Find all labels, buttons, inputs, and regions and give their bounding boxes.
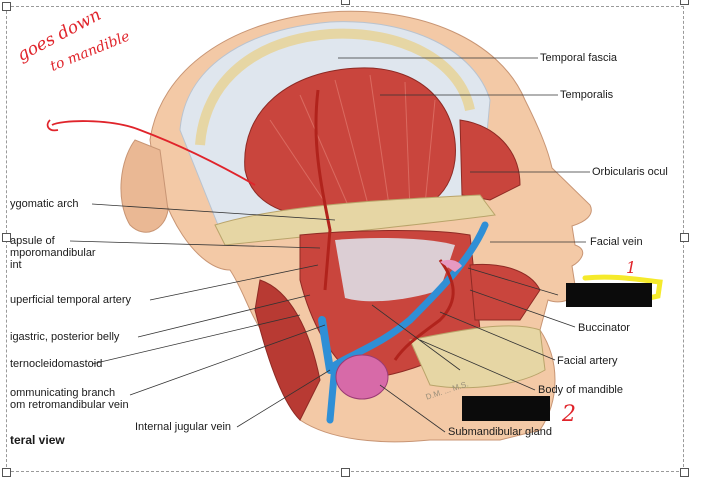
- resize-handle-bottom-left[interactable]: [2, 468, 11, 477]
- redaction-box-1: [566, 283, 652, 307]
- retromandibular-vein: [318, 316, 334, 374]
- label-submandibular-gland: Submandibular gland: [448, 426, 552, 438]
- label-sternocleidomastoid: ternocleidomastoid: [10, 358, 103, 370]
- redaction-box-2: [462, 396, 550, 421]
- annotation-arrow-head: [46, 119, 59, 132]
- annotation-mark-2: 2: [562, 402, 576, 427]
- annotation-arrow: [51, 120, 256, 186]
- facial-artery: [393, 259, 455, 361]
- label-digastric: igastric, posterior belly: [10, 331, 120, 343]
- resize-handle-top-center[interactable]: [341, 0, 350, 5]
- label-zygomatic-arch: ygomatic arch: [10, 198, 79, 210]
- label-body-of-mandible: Body of mandible: [538, 384, 623, 396]
- resize-handle-top-left[interactable]: [2, 2, 11, 11]
- label-internal-jugular-vein: Internal jugular vein: [135, 421, 232, 433]
- temporalis-fibers: [269, 74, 436, 213]
- label-buccinator: Buccinator: [578, 322, 630, 334]
- resize-handle-bottom-right[interactable]: [680, 468, 689, 477]
- label-facial-vein: Facial vein: [590, 236, 643, 248]
- resize-handle-middle-right[interactable]: [680, 233, 689, 242]
- submandibular-gland: [335, 354, 389, 400]
- label-temporal-fascia: Temporal fascia: [540, 52, 618, 64]
- label-communicating-line1: ommunicating branch: [10, 387, 116, 399]
- resize-handle-top-right[interactable]: [680, 0, 689, 5]
- label-capsule-line2: mporomandibular: [10, 247, 96, 259]
- label-temporalis: Temporalis: [560, 89, 614, 101]
- label-facial-artery: Facial artery: [557, 355, 618, 367]
- aponeurosis: [335, 237, 455, 302]
- leader-lines: [69, 57, 590, 433]
- parotid-duct: [440, 259, 462, 272]
- resize-handle-middle-left[interactable]: [2, 233, 11, 242]
- label-orbicularis: Orbicularis ocul: [592, 166, 668, 178]
- facial-vein: [326, 221, 489, 424]
- label-communicating-line2: om retromandibular vein: [10, 399, 129, 411]
- skull-edge: [195, 28, 475, 146]
- label-capsule-line3: int: [10, 259, 22, 271]
- highlight-mark: [582, 274, 663, 303]
- neck-muscle: [254, 279, 321, 421]
- annotation-mark-1: 1: [626, 258, 637, 277]
- ear: [120, 139, 169, 233]
- label-lateral-view: teral view: [10, 433, 65, 447]
- label-capsule-line1: apsule of: [10, 235, 55, 247]
- orbicularis-muscle: [459, 119, 521, 201]
- buccinator-muscle: [469, 263, 541, 321]
- label-superficial-temporal-artery: uperficial temporal artery: [10, 294, 132, 306]
- superficial-temporal-artery: [314, 89, 332, 291]
- resize-handle-bottom-center[interactable]: [341, 468, 350, 477]
